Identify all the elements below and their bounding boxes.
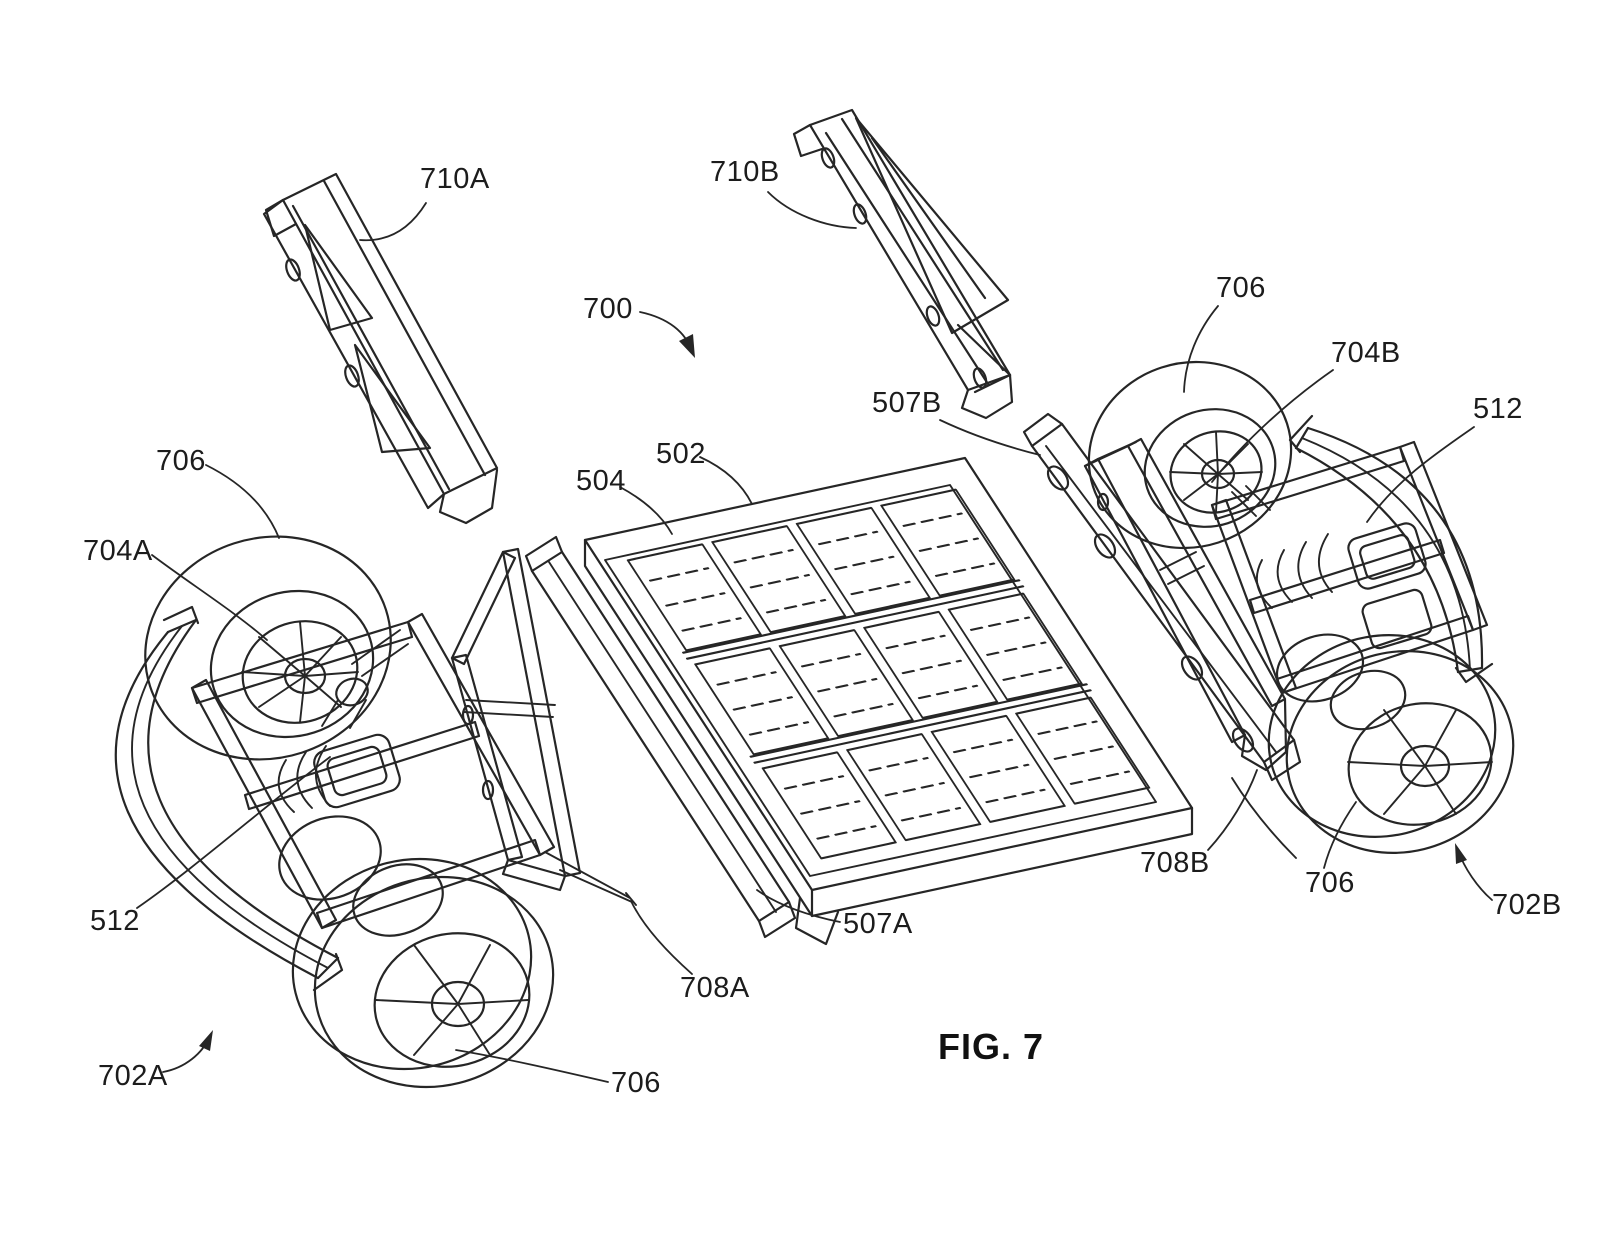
crossmember-708a (450, 547, 637, 906)
leader-lines (136, 191, 1493, 1083)
ref-label-702b: 702B (1492, 889, 1562, 921)
arrowhead-700 (679, 334, 695, 358)
ref-label-512-left: 512 (90, 905, 140, 937)
subframe-702a (190, 612, 556, 930)
ref-label-706-bottom-left: 706 (611, 1067, 661, 1099)
battery-modules (626, 488, 1151, 860)
wheel-706-front-lower (291, 857, 555, 1089)
crossmember-708b (1083, 437, 1297, 859)
leader-512-right (1366, 426, 1475, 523)
leader-702a-arrow (162, 1036, 210, 1073)
ref-label-708a: 708A (680, 972, 750, 1004)
leader-710b (767, 191, 857, 229)
leader-708a (630, 900, 693, 975)
leader-502 (699, 456, 753, 505)
motor-512-front (277, 677, 444, 937)
rear-drive-module-702b (1087, 360, 1515, 854)
ref-label-704a: 704A (83, 535, 153, 567)
leader-507b (939, 419, 1041, 456)
front-drive-module-702a (114, 535, 556, 1089)
leader-706-bottom-right (1323, 801, 1357, 869)
leader-708b (1207, 769, 1258, 851)
ref-label-710a: 710A (420, 163, 490, 195)
ref-label-708b: 708B (1140, 847, 1210, 879)
leader-710a (359, 202, 427, 242)
leader-704b (1211, 369, 1334, 483)
ref-label-512-right: 512 (1473, 393, 1523, 425)
ref-label-706-top-right: 706 (1216, 272, 1266, 304)
leader-504 (619, 486, 673, 535)
leader-706-top-right (1183, 305, 1219, 393)
ref-label-702a: 702A (98, 1060, 168, 1092)
bumper-front (114, 605, 344, 992)
leader-706-left (205, 464, 280, 539)
leader-706-bottom-left (455, 1049, 609, 1083)
wheel-706-rear-upper (1087, 360, 1293, 550)
ref-label-710b: 710B (710, 156, 780, 188)
rail-710a (262, 172, 499, 525)
ref-label-706-left: 706 (156, 445, 206, 477)
arrowhead-702b (1455, 843, 1467, 864)
ref-label-700: 700 (583, 293, 633, 325)
leader-704a (151, 554, 268, 641)
ref-label-507b: 507B (872, 387, 942, 419)
pack-frame-sill-504 (524, 535, 797, 939)
ref-label-706-bottom-right: 706 (1305, 867, 1355, 899)
leader-507a (756, 889, 841, 923)
leader-512-left (136, 756, 331, 909)
battery-pack-502 (524, 456, 1194, 946)
ref-label-504: 504 (576, 465, 626, 497)
ref-label-502: 502 (656, 438, 706, 470)
ref-label-507a: 507A (843, 908, 913, 940)
ref-label-704b: 704B (1331, 337, 1401, 369)
motor-512-rear (1255, 522, 1433, 731)
wheel-706-rear-lower (1267, 634, 1515, 854)
figure-caption: FIG. 7 (938, 1026, 1045, 1067)
arrowhead-702a (199, 1030, 213, 1051)
rail-710b (792, 108, 1014, 420)
